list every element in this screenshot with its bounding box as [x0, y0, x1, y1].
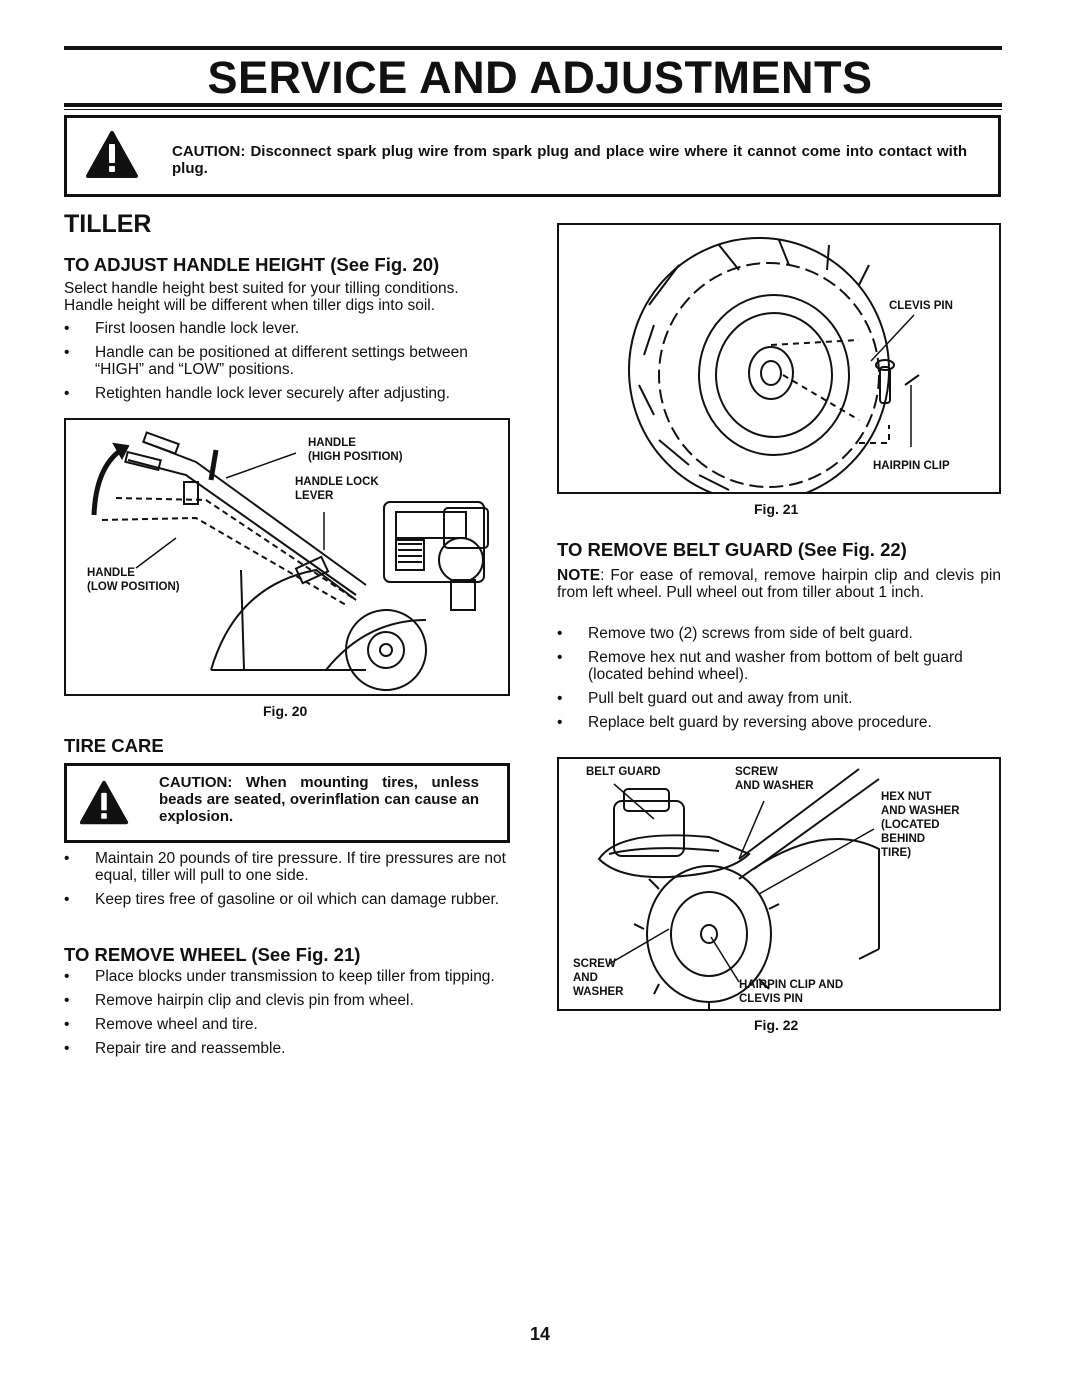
title-rule-thin [64, 109, 1002, 110]
list-item: Replace belt guard by reversing above pr… [557, 714, 1001, 731]
belt-guard-steps: Remove two (2) screws from side of belt … [557, 625, 1001, 738]
list-item: Repair tire and reassemble. [64, 1040, 510, 1057]
subheading-remove-belt-guard: TO REMOVE BELT GUARD (See Fig. 22) [557, 539, 907, 560]
label-screw-and-washer-top: SCREW AND WASHER [735, 766, 814, 792]
list-item: Pull belt guard out and away from unit. [557, 690, 1001, 707]
label-hairpin-clip: HAIRPIN CLIP [873, 460, 950, 472]
label-screw-and-washer-bottom: SCREW AND WASHER [573, 958, 624, 998]
figure-22-box: BELT GUARD SCREW AND WASHER HEX NUT AND … [557, 757, 1001, 1011]
figure-21-caption: Fig. 21 [754, 501, 799, 517]
list-item: Remove wheel and tire. [64, 1016, 510, 1033]
list-item: Place blocks under transmission to keep … [64, 968, 510, 985]
tire-caution-text: CAUTION: When mounting tires, unless bea… [159, 774, 479, 825]
list-item: Remove hairpin clip and clevis pin from … [64, 992, 510, 1009]
list-item: Maintain 20 pounds of tire pressure. If … [64, 850, 510, 884]
remove-wheel-steps: Place blocks under transmission to keep … [64, 968, 510, 1064]
warning-triangle-icon [86, 131, 138, 178]
title-rule-thick [64, 103, 1002, 107]
label-handle-lock-lever: HANDLE LOCK LEVER [295, 476, 379, 502]
wheel-pin-illustration [628, 237, 920, 492]
list-item: Retighten handle lock lever securely aft… [64, 385, 510, 402]
tiller-handle-illustration [91, 431, 489, 691]
section-heading-tiller: TILLER [64, 210, 152, 238]
note-text: : For ease of removal, remove hairpin cl… [557, 567, 1001, 601]
subheading-remove-wheel: TO REMOVE WHEEL (See Fig. 21) [64, 944, 361, 965]
list-item: First loosen handle lock lever. [64, 320, 510, 337]
label-handle-low: HANDLE (LOW POSITION) [87, 567, 180, 593]
subheading-tire-care: TIRE CARE [64, 735, 164, 756]
belt-guard-illustration [597, 768, 880, 1009]
label-hex-nut-and-washer: HEX NUT AND WASHER (LOCATED BEHIND TIRE) [881, 791, 960, 859]
caution-box-tire: CAUTION: When mounting tires, unless bea… [64, 763, 510, 843]
handle-height-steps: First loosen handle lock lever. Handle c… [64, 320, 510, 409]
belt-guard-note: NOTE: For ease of removal, remove hairpi… [557, 567, 1001, 601]
figure-21-box: CLEVIS PIN HAIRPIN CLIP [557, 223, 1001, 494]
list-item: Keep tires free of gasoline or oil which… [64, 891, 510, 908]
label-clevis-pin: CLEVIS PIN [889, 300, 953, 312]
figure-20-caption: Fig. 20 [263, 703, 308, 719]
caution-text: CAUTION: Disconnect spark plug wire from… [172, 143, 967, 177]
label-hairpin-clip-clevis-pin: HAIRPIN CLIP AND CLEVIS PIN [739, 979, 844, 1005]
top-rule [64, 46, 1002, 50]
caution-box-spark-plug: CAUTION: Disconnect spark plug wire from… [64, 115, 1001, 197]
subheading-handle-height: TO ADJUST HANDLE HEIGHT (See Fig. 20) [64, 254, 440, 275]
page-number: 14 [529, 1324, 551, 1344]
list-item: Remove two (2) screws from side of belt … [557, 625, 1001, 642]
figure-22-caption: Fig. 22 [754, 1017, 799, 1033]
label-handle-high: HANDLE (HIGH POSITION) [308, 437, 403, 463]
tire-care-list: Maintain 20 pounds of tire pressure. If … [64, 850, 510, 915]
warning-triangle-icon [79, 780, 129, 825]
label-belt-guard: BELT GUARD [586, 766, 661, 778]
figure-20-box: HANDLE (HIGH POSITION) HANDLE LOCK LEVER… [64, 418, 510, 696]
handle-height-intro: Select handle height best suited for you… [64, 280, 459, 314]
page-title: SERVICE AND ADJUSTMENTS [207, 52, 873, 103]
note-label: NOTE [557, 567, 601, 584]
list-item: Remove hex nut and washer from bottom of… [557, 649, 1001, 683]
list-item: Handle can be positioned at different se… [64, 344, 510, 378]
